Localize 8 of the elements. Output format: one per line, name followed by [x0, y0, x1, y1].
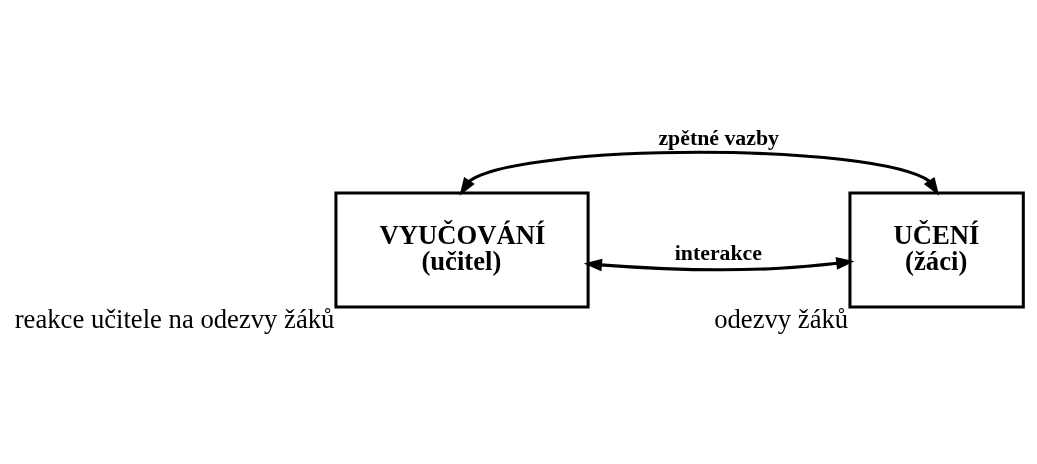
edge-label: zpětné vazby: [657, 125, 779, 150]
node-box: UČENÍ (žáci): [847, 191, 1025, 309]
edge-label: interakce: [674, 240, 762, 265]
node-label: reakce učitele na odezvy žáků: [14, 303, 334, 334]
node-label: odezvy žáků: [713, 303, 848, 334]
arrow: [583, 256, 854, 271]
node-box: VYUČOVÁNÍ (učitel): [333, 191, 590, 309]
arrow: [459, 150, 939, 196]
